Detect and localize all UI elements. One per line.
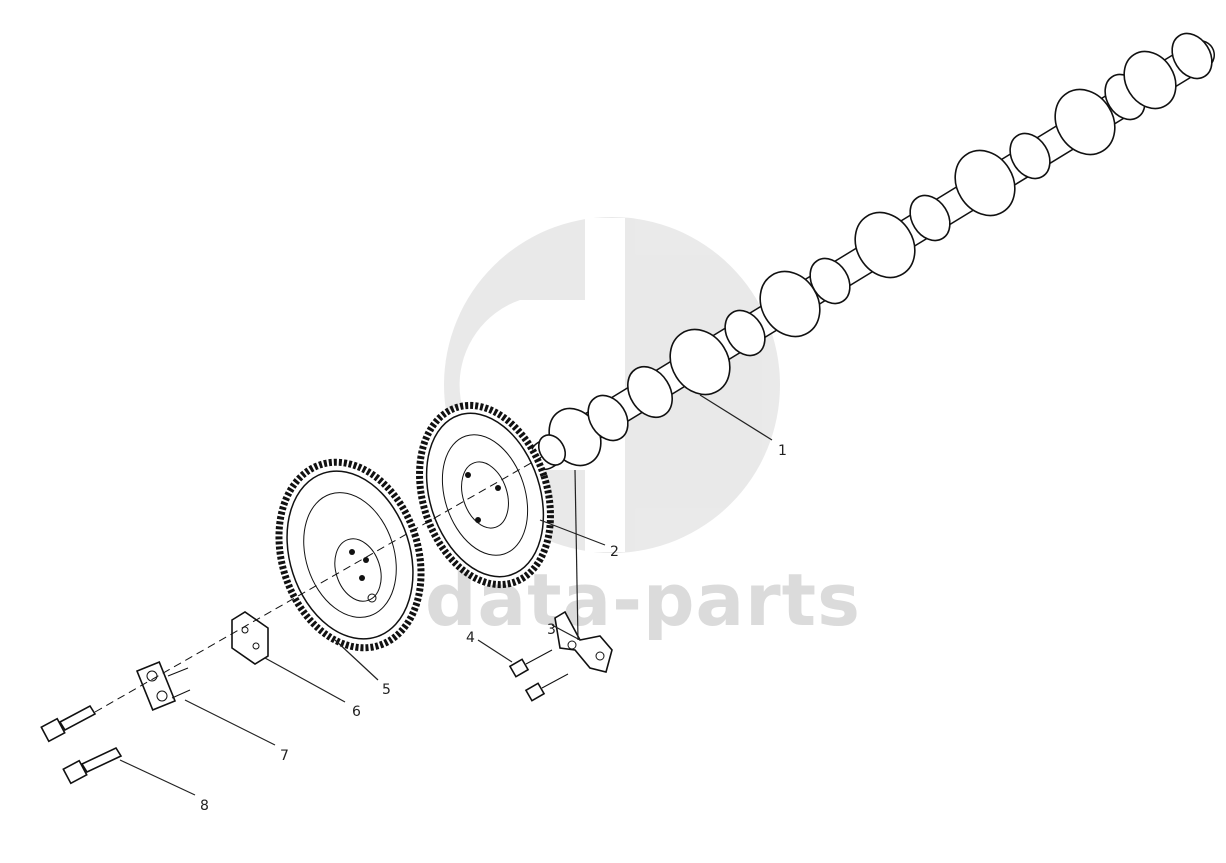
thrust-plate — [554, 610, 613, 673]
washer-set — [135, 660, 191, 712]
bolt-4b — [524, 673, 569, 702]
callout-8: 8 — [200, 798, 209, 814]
callout-6: 6 — [352, 704, 361, 720]
lock-plate — [231, 611, 269, 665]
callout-1: 1 — [778, 443, 787, 459]
callout-3: 3 — [547, 622, 556, 638]
bolt-8-lower — [62, 746, 123, 785]
camshaft — [530, 32, 1215, 470]
camshaft-gear — [416, 401, 554, 589]
callout-7: 7 — [280, 748, 289, 764]
leader-lines — [119, 394, 773, 796]
callout-2: 2 — [610, 544, 619, 560]
callout-4: 4 — [466, 630, 475, 646]
bolt-8-upper — [40, 704, 97, 743]
idler-gear — [275, 458, 425, 652]
bolt-4 — [508, 649, 553, 678]
callout-5: 5 — [382, 682, 391, 698]
